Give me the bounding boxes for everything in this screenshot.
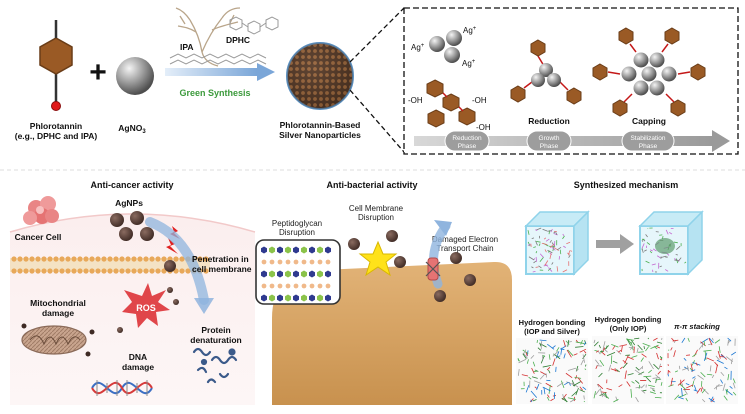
phase-growth-pill: Growth Phase xyxy=(527,131,571,151)
hbond-iop-label-line2: (Only IOP) xyxy=(610,324,647,333)
phase-reduction-pill: Reduction Phase xyxy=(445,131,489,151)
svg-text:Phase: Phase xyxy=(540,143,559,150)
hbond-iop-silver-label-line1: Hydrogen bonding xyxy=(519,318,586,327)
protein-label-line2: denaturation xyxy=(190,335,241,345)
svg-text:Phase: Phase xyxy=(458,143,477,150)
mitochondrial-label-line2: damage xyxy=(42,308,74,318)
hbond-iop-silver-label-line2: (IOP and Silver) xyxy=(524,327,580,336)
peptidoglycan-label-line1: Peptidoglycan xyxy=(272,219,322,228)
cell-membrane-bilayer xyxy=(10,256,210,273)
simulation-box-before xyxy=(526,212,588,274)
agnps-label: AgNPs xyxy=(115,198,143,208)
dna-label-line1: DNA xyxy=(129,352,147,362)
mitochondrial-label-line1: Mitochondrial xyxy=(30,298,86,308)
plus-sign: + xyxy=(89,56,107,89)
electron-chain-label-line2: Transport Chain xyxy=(436,244,493,253)
hydroxyl-label-right: -OH xyxy=(472,96,487,105)
pi-stacking-label: π-π stacking xyxy=(674,322,720,331)
penetrating-particle-icon xyxy=(164,260,176,272)
phase-stabilization-pill: Stabilization Phase xyxy=(622,131,674,151)
dphc-label: DPHC xyxy=(226,35,250,45)
hbond-iop-label-line1: Hydrogen bonding xyxy=(595,315,662,324)
penetration-label-line1: Penetration in xyxy=(192,254,249,264)
hbond-iop-silver-render xyxy=(516,338,588,404)
svg-text:Growth: Growth xyxy=(539,135,560,142)
cancer-cell-label: Cancer Cell xyxy=(15,232,62,242)
ros-label: ROS xyxy=(136,303,156,313)
membrane-disruption-label-line2: Disruption xyxy=(358,213,394,222)
cancer-cell-icon xyxy=(23,196,59,225)
peptidoglycan-label-line2: Disruption xyxy=(279,228,315,237)
ipa-label: IPA xyxy=(180,42,194,52)
agno3-label: AgNO3 xyxy=(118,123,146,135)
green-synthesis-label: Green Synthesis xyxy=(179,88,250,98)
synth-mechanism-title: Synthesized mechanism xyxy=(574,180,679,190)
svg-text:Stabilization: Stabilization xyxy=(630,135,665,142)
antibacterial-title: Anti-bacterial activity xyxy=(326,180,417,190)
zoom-line-top xyxy=(350,8,404,62)
simulation-progress-arrow-icon xyxy=(596,234,634,254)
phlorotannin-label: Phlorotannin xyxy=(30,121,82,131)
ipa-chain-icon xyxy=(170,54,266,64)
membrane-disruption-label-line1: Cell Membrane xyxy=(349,204,404,213)
penetration-label-line2: cell membrane xyxy=(192,264,252,274)
hbond-iop-render xyxy=(592,336,664,404)
capping-label: Capping xyxy=(632,116,666,126)
svg-text:Phase: Phase xyxy=(639,143,658,150)
transport-protein-icon xyxy=(426,258,440,280)
product-label-line1: Phlorotannin-Based xyxy=(280,120,361,130)
pi-stacking-render xyxy=(666,336,738,404)
anticancer-title: Anti-cancer activity xyxy=(90,180,173,190)
phlorotannin-example-label: (e.g., DPHC and IPA) xyxy=(15,131,98,141)
simulation-box-after xyxy=(640,212,702,274)
product-label-line2: Silver Nanoparticles xyxy=(279,130,361,140)
svg-text:Reduction: Reduction xyxy=(452,135,482,142)
dphc-chain-icon xyxy=(230,17,278,34)
dna-label-line2: damage xyxy=(122,362,154,372)
agno3-sphere-icon xyxy=(116,57,154,95)
protein-label-line1: Protein xyxy=(201,325,230,335)
green-synthesis-arrow-icon xyxy=(165,63,275,81)
hydroxyl-label-left: -OH xyxy=(408,96,423,105)
phlorotannin-molecule-icon xyxy=(40,20,72,111)
reduction-label: Reduction xyxy=(528,116,570,126)
